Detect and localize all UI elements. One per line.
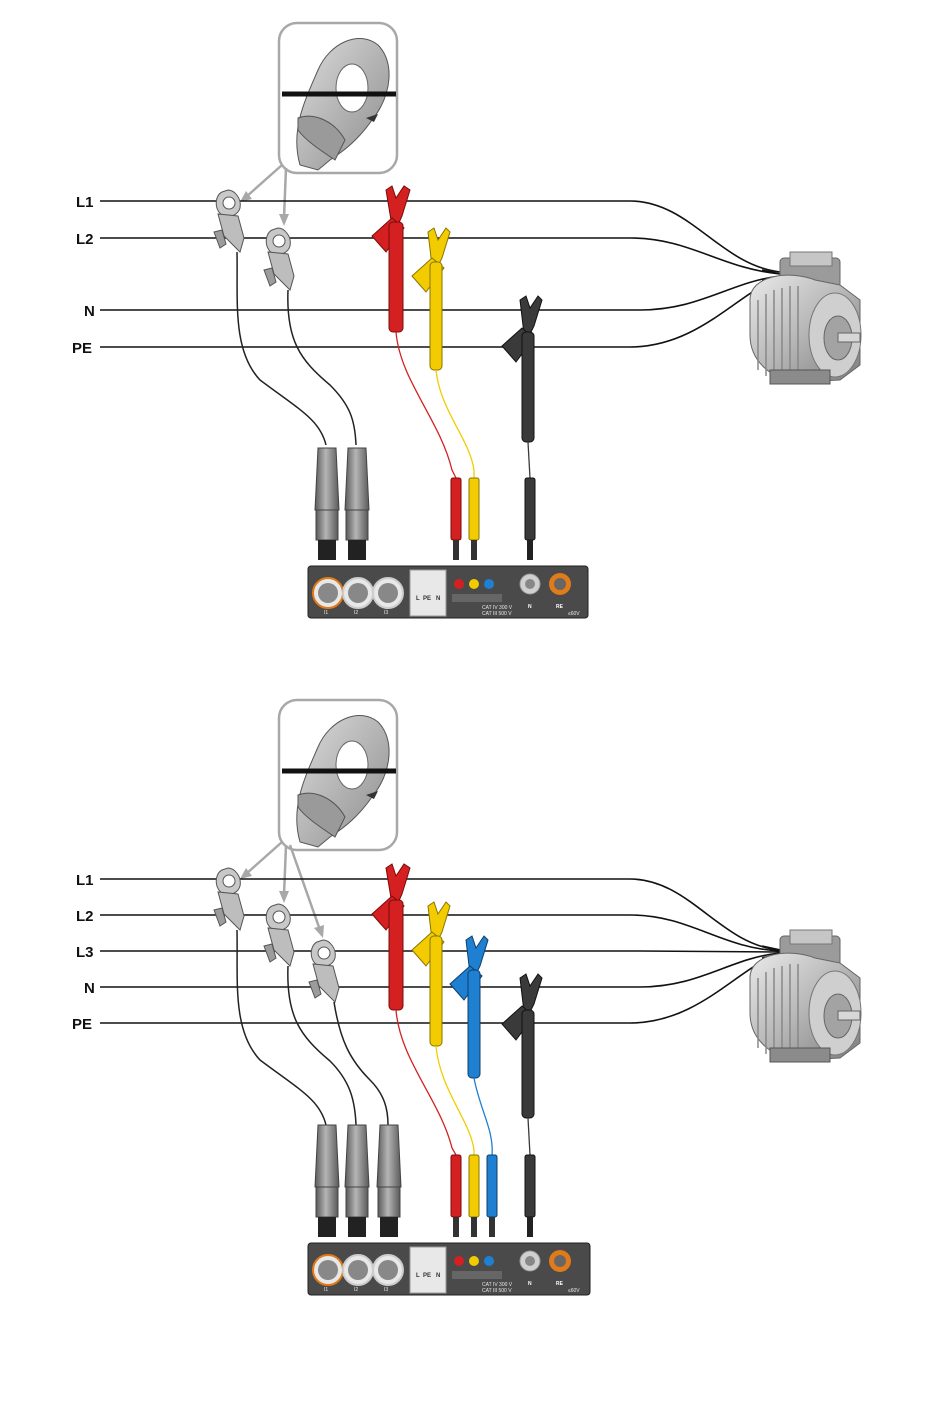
line-label-l2-2: L2 bbox=[76, 908, 94, 925]
line-label-n: N bbox=[84, 303, 95, 320]
input-label-i1-2: I1 bbox=[324, 1287, 328, 1293]
line-label-l2: L2 bbox=[76, 231, 94, 248]
clamp-plugs-2 bbox=[315, 1125, 401, 1237]
line-label-pe-2: PE bbox=[72, 1016, 92, 1033]
current-clamp-i3-2 bbox=[309, 940, 388, 1125]
current-clamp-i1-2 bbox=[214, 868, 326, 1125]
terminal-label-l-2: L bbox=[416, 1273, 420, 1279]
terminal-label-pe: PE bbox=[423, 596, 431, 602]
phase-lines bbox=[100, 201, 790, 347]
current-clamp-i2-2 bbox=[264, 904, 356, 1125]
line-label-pe: PE bbox=[72, 340, 92, 357]
input-label-i3-2: I3 bbox=[384, 1287, 388, 1293]
clamp-zoom-callout bbox=[279, 23, 397, 173]
input-label-i2: I2 bbox=[354, 610, 358, 616]
input-label-i1: I1 bbox=[324, 610, 328, 616]
probe-red bbox=[372, 186, 461, 560]
terminal-label-n-2: N bbox=[436, 1273, 440, 1279]
cat-rating-2: CAT III 500 V bbox=[482, 611, 512, 617]
aux-label-n: N bbox=[528, 604, 532, 610]
line-label-n-2: N bbox=[84, 980, 95, 997]
probe-black bbox=[502, 296, 542, 560]
extra-label: ≤60V bbox=[568, 611, 580, 617]
phase-lines-2 bbox=[100, 879, 790, 1023]
input-label-i3: I3 bbox=[384, 610, 388, 616]
probe-black-2 bbox=[502, 974, 542, 1237]
line-label-l3-2: L3 bbox=[76, 944, 94, 961]
current-clamp-i1 bbox=[214, 190, 326, 445]
terminal-label-pe-2: PE bbox=[423, 1273, 431, 1279]
cat-rating-2-2: CAT III 500 V bbox=[482, 1288, 512, 1294]
line-label-l1: L1 bbox=[76, 194, 94, 211]
diagram-1: L1 L2 N PE bbox=[72, 23, 861, 618]
current-clamp-i2 bbox=[264, 228, 356, 445]
aux-label-n-2: N bbox=[528, 1281, 532, 1287]
meter-panel-1: I1 I2 I3 L PE N CAT IV 300 V CAT III 500… bbox=[308, 566, 588, 618]
input-label-i2-2: I2 bbox=[354, 1287, 358, 1293]
extra-label-2: ≤60V bbox=[568, 1288, 580, 1294]
terminal-label-l: L bbox=[416, 596, 420, 602]
diagram-2: L1 L2 L3 N PE bbox=[72, 700, 861, 1295]
aux-label-re: RE bbox=[556, 604, 564, 610]
callout-arrows bbox=[240, 165, 289, 226]
terminal-label-n: N bbox=[436, 596, 440, 602]
probe-yellow bbox=[412, 228, 479, 560]
line-label-l1-2: L1 bbox=[76, 872, 94, 889]
meter-panel-2: I1 I2 I3 L PE N CAT IV 300 V CAT III 500… bbox=[308, 1243, 590, 1295]
clamp-plugs bbox=[315, 448, 369, 560]
clamp-zoom-callout-2 bbox=[279, 700, 397, 850]
aux-label-re-2: RE bbox=[556, 1281, 564, 1287]
